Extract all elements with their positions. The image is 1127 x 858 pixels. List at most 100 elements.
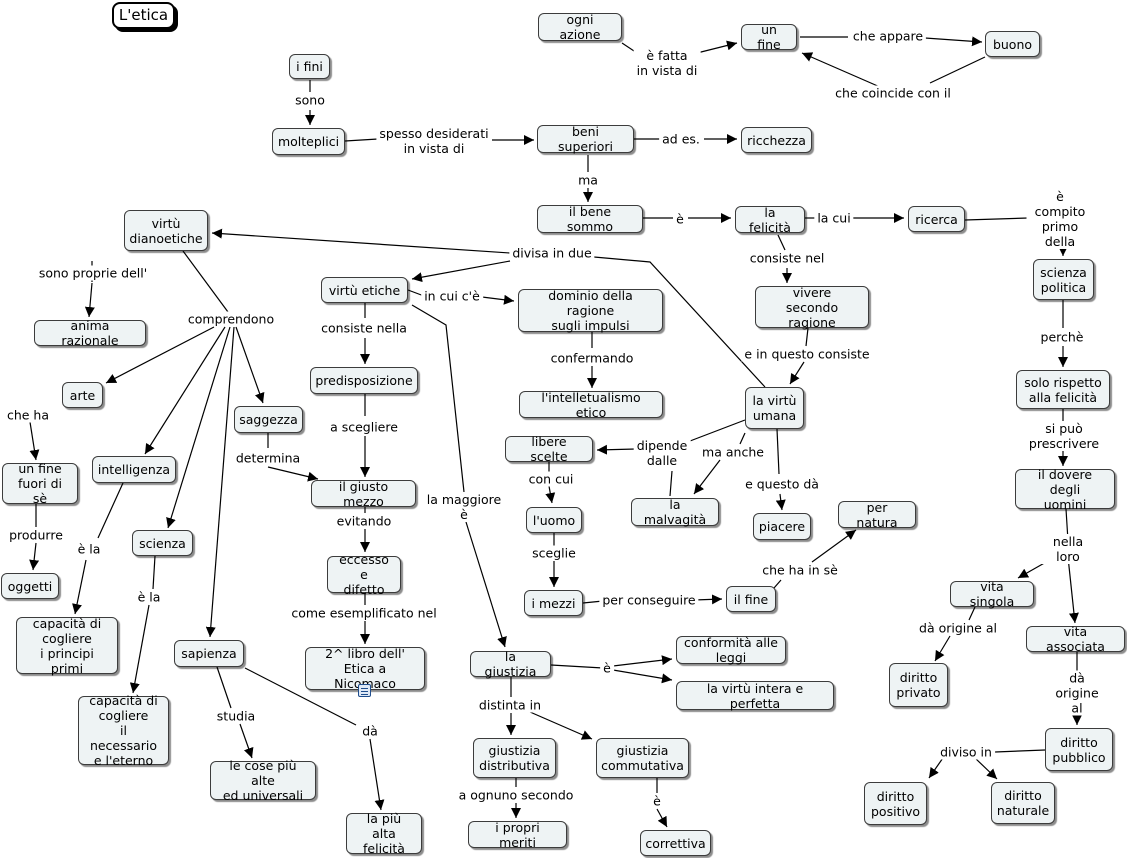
link-line bbox=[216, 666, 232, 709]
concept-un-fine[interactable]: un fine bbox=[741, 22, 797, 52]
concept-ricchezza[interactable]: ricchezza bbox=[741, 127, 812, 153]
link-line bbox=[244, 667, 357, 726]
link-line bbox=[696, 40, 738, 54]
link-line bbox=[669, 470, 673, 497]
concept-libro-etica[interactable]: 2^ libro dell' Etica a Nicomaco bbox=[305, 646, 425, 691]
link-line bbox=[84, 282, 95, 318]
concept-ricerca[interactable]: ricerca bbox=[908, 206, 965, 232]
concept-intelligenza[interactable]: intelligenza bbox=[92, 456, 176, 483]
concept-diritto-pubblico[interactable]: diritto pubblico bbox=[1045, 728, 1113, 771]
link-line bbox=[144, 326, 226, 455]
concept-giustizia-commutativa[interactable]: giustizia commutativa bbox=[596, 738, 689, 778]
link-label-a-ognuno: a ognuno secondo bbox=[455, 787, 577, 803]
link-line bbox=[968, 606, 976, 621]
concept-diritto-privato[interactable]: diritto privato bbox=[889, 663, 948, 707]
link-line bbox=[29, 421, 40, 461]
concept-i-mezzi[interactable]: i mezzi bbox=[524, 590, 583, 616]
concept-ogni-azione[interactable]: ogni azione bbox=[538, 12, 622, 42]
link-line bbox=[1067, 556, 1079, 624]
link-label-e-la-1: è la bbox=[74, 541, 104, 557]
link-line bbox=[596, 444, 637, 455]
concept-conformita-leggi[interactable]: conformità alle leggi bbox=[676, 635, 786, 665]
link-line bbox=[689, 419, 746, 442]
concept-piu-alta-felicita[interactable]: la più alta felicità bbox=[346, 811, 422, 856]
concept-buono[interactable]: buono bbox=[985, 31, 1040, 57]
link-line bbox=[777, 234, 786, 251]
link-line bbox=[776, 428, 780, 475]
concept-vita-singola[interactable]: vita singola bbox=[950, 579, 1034, 609]
concept-i-fini[interactable]: i fini bbox=[289, 54, 330, 79]
concept-cose-piu-alte[interactable]: le cose più alte ed universali bbox=[210, 758, 316, 803]
link-line bbox=[129, 604, 150, 694]
link-label-produrre: produrre bbox=[6, 527, 66, 543]
link-label-da-origine-2: dà origine al bbox=[1052, 670, 1102, 716]
concept-beni-superiori[interactable]: beni superiori bbox=[537, 124, 634, 154]
link-line bbox=[529, 711, 593, 740]
link-line bbox=[801, 52, 881, 88]
concept-la-giustizia[interactable]: la giustizia bbox=[470, 649, 551, 679]
concept-scienza-politica[interactable]: scienza politica bbox=[1033, 259, 1094, 300]
concept-molteplici[interactable]: molteplici bbox=[272, 128, 345, 155]
concept-arte[interactable]: arte bbox=[62, 382, 103, 408]
link-label-e-questo-da: e questo dà bbox=[742, 476, 822, 492]
link-line bbox=[739, 432, 746, 445]
concept-oggetti[interactable]: oggetti bbox=[1, 573, 59, 599]
concept-eccesso-difetto[interactable]: eccesso e difetto bbox=[327, 552, 401, 597]
link-label-che-ha-in-se: che ha in sè bbox=[759, 562, 841, 578]
concept-giustizia-distributiva[interactable]: giustizia distributiva bbox=[473, 738, 556, 778]
link-label-spesso-desiderati: spesso desiderati in vista di bbox=[376, 126, 492, 156]
concept-sapienza[interactable]: sapienza bbox=[174, 640, 244, 667]
concept-libere-scelte[interactable]: libere scelte bbox=[505, 434, 593, 464]
link-label-si-puo: si può prescrivere bbox=[1025, 421, 1103, 451]
concept-la-malvagita[interactable]: la malvagità bbox=[631, 497, 719, 527]
concept-il-giusto-mezzo[interactable]: il giusto mezzo bbox=[311, 479, 416, 509]
concept-il-dovere[interactable]: il dovere degli uomini bbox=[1015, 467, 1115, 512]
concept-per-natura[interactable]: per natura bbox=[838, 500, 916, 530]
concept-un-fine-fuori[interactable]: un fine fuori di sè bbox=[2, 461, 78, 506]
concept-intellettualismo[interactable]: l'intelletualismo etico bbox=[519, 390, 663, 420]
map-title[interactable]: L'etica bbox=[112, 2, 175, 29]
concept-piacere[interactable]: piacere bbox=[753, 513, 811, 540]
link-label-e1: è bbox=[673, 211, 687, 227]
concept-scienza[interactable]: scienza bbox=[132, 530, 193, 556]
link-line bbox=[773, 579, 782, 589]
link-line bbox=[105, 326, 215, 384]
document-icon[interactable] bbox=[358, 684, 371, 697]
concept-correttiva[interactable]: correttiva bbox=[640, 830, 711, 856]
concept-il-fine[interactable]: il fine bbox=[726, 586, 776, 612]
concept-capacita-principi[interactable]: capacità di cogliere i principi primi bbox=[16, 616, 118, 676]
link-label-in-cui: in cui c'è bbox=[421, 288, 483, 304]
concept-luomo[interactable]: l'uomo bbox=[526, 507, 582, 533]
link-line bbox=[964, 217, 1029, 221]
concept-i-propri-meriti[interactable]: i propri meriti bbox=[468, 820, 567, 850]
concept-saggezza[interactable]: saggezza bbox=[234, 406, 303, 433]
concept-capacita-necessario[interactable]: capacità di cogliere il necessario e l'e… bbox=[78, 693, 169, 768]
concept-il-bene-sommo[interactable]: il bene sommo bbox=[537, 204, 643, 234]
concept-virtu-intera[interactable]: la virtù intera e perfetta bbox=[676, 681, 834, 711]
concept-solo-rispetto[interactable]: solo rispetto alla felicità bbox=[1016, 370, 1110, 409]
concept-vivere-secondo-ragione[interactable]: vivere secondo ragione bbox=[755, 285, 869, 330]
link-line bbox=[411, 304, 465, 493]
concept-diritto-naturale[interactable]: diritto naturale bbox=[991, 782, 1055, 824]
link-line bbox=[344, 138, 379, 142]
concept-predisposizione[interactable]: predisposizione bbox=[310, 367, 418, 394]
concept-vita-associata[interactable]: vita associata bbox=[1026, 624, 1125, 654]
link-line bbox=[166, 326, 231, 529]
link-label-sceglie: sceglie bbox=[529, 545, 579, 561]
link-label-studia: studia bbox=[213, 708, 259, 724]
link-label-che-ha: che ha bbox=[3, 407, 53, 423]
link-label-nella-loro: nella loro bbox=[1038, 534, 1098, 564]
concept-virtu-dianoetiche[interactable]: virtù dianoetiche bbox=[124, 210, 208, 251]
link-label-sono: sono bbox=[292, 92, 328, 108]
link-label-determina: determina bbox=[232, 450, 304, 466]
concept-la-virtu-umana[interactable]: la virtù umana bbox=[745, 387, 804, 429]
link-label-e-in-questo: e in questo consiste bbox=[741, 346, 873, 362]
concept-diritto-positivo[interactable]: diritto positivo bbox=[864, 782, 927, 825]
concept-dominio-ragione[interactable]: dominio della ragione sugli impulsi bbox=[518, 288, 663, 333]
concept-la-felicita[interactable]: la felicità bbox=[735, 205, 805, 235]
link-label-e-fatta: è fatta in vista di bbox=[633, 48, 701, 78]
concept-anima-razionale[interactable]: anima razionale bbox=[34, 318, 146, 348]
concept-virtu-etiche[interactable]: virtù etiche bbox=[321, 277, 408, 303]
link-line bbox=[593, 256, 766, 388]
